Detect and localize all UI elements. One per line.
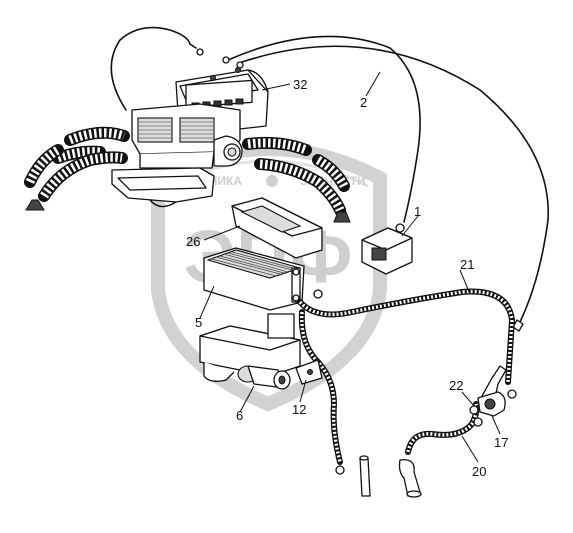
air-ducts (24, 126, 351, 223)
valve-block-1 (361, 223, 413, 275)
fan-unit-6 (199, 313, 323, 390)
callout-leaders (199, 71, 501, 463)
cable-end-fitting (196, 48, 204, 56)
seal-ring-22 (469, 405, 479, 415)
heater-radiator-5 (203, 247, 305, 311)
callout-26: 26 (186, 234, 200, 249)
callout-6: 6 (236, 408, 243, 423)
callout-12: 12 (292, 402, 306, 417)
hose-21 (297, 288, 515, 385)
callout-20: 20 (472, 464, 486, 479)
callout-17: 17 (494, 435, 508, 450)
duct-nozzle-right (333, 211, 351, 223)
cable-long-right (241, 45, 549, 323)
cable-loop-left (110, 26, 191, 111)
cable-end-left (189, 43, 197, 49)
callout-1: 1 (414, 204, 421, 219)
cable-2 (227, 35, 421, 223)
tap-fitting-17 (469, 365, 507, 417)
callout-22: 22 (449, 378, 463, 393)
callout-21: 21 (460, 257, 474, 272)
callout-32: 32 (293, 77, 307, 92)
callout-5: 5 (195, 315, 202, 330)
callout-2: 2 (360, 95, 367, 110)
callout-labels: 32 2 1 26 21 5 22 6 12 17 20 (186, 77, 508, 479)
duct-nozzle-left (25, 199, 45, 211)
watermark-gear-icon (266, 175, 278, 187)
upper-air-box (111, 103, 243, 208)
heater-cover-26 (231, 197, 323, 259)
